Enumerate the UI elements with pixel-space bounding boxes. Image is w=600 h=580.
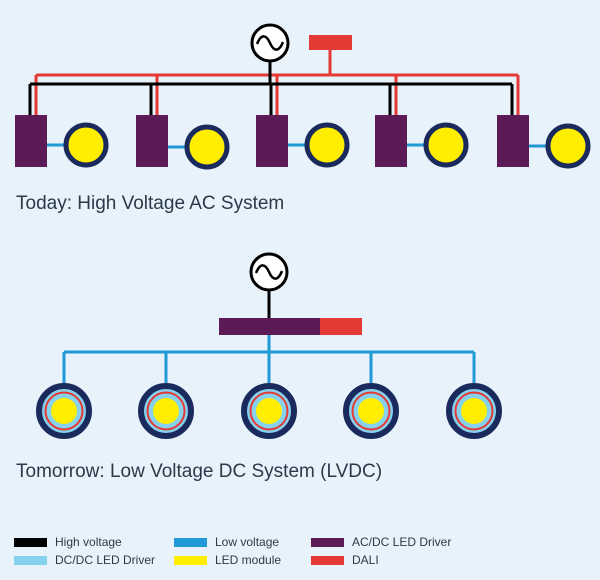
legend-item-dc-dc-led-driver: DC/DC LED Driver <box>14 552 155 568</box>
legend-label: DC/DC LED Driver <box>55 553 156 567</box>
legend: High voltage Low voltage AC/DC LED Drive… <box>14 534 594 578</box>
central-dali-controller <box>320 318 362 335</box>
legend-item-high-voltage: High voltage <box>14 534 122 550</box>
today-unit <box>15 115 109 168</box>
ac-dc-led-driver <box>15 115 47 167</box>
tomorrow-ac-source-icon <box>249 252 289 292</box>
legend-label: DALI <box>352 553 379 567</box>
led-module <box>545 123 591 169</box>
tomorrow-luminaire <box>343 383 399 439</box>
today-ac-source-icon <box>250 23 290 63</box>
today-dali-controller <box>309 35 352 50</box>
ac-dc-driver-swatch-icon <box>311 537 344 547</box>
tomorrow-system-title: Tomorrow: Low Voltage DC System (LVDC) <box>16 461 383 482</box>
tomorrow-luminaire <box>446 383 502 439</box>
legend-label: AC/DC LED Driver <box>352 535 452 549</box>
central-ac-dc-driver <box>219 318 322 335</box>
led-module <box>423 122 469 168</box>
led-module <box>304 122 350 168</box>
today-system <box>15 23 591 170</box>
legend-label: Low voltage <box>215 535 280 549</box>
led-module <box>51 398 77 424</box>
tomorrow-luminaire <box>241 383 297 439</box>
tomorrow-luminaire <box>36 383 92 439</box>
legend-item-ac-dc-led-driver: AC/DC LED Driver <box>311 534 451 550</box>
ac-dc-led-driver <box>256 115 288 167</box>
ac-dc-led-driver <box>136 115 168 167</box>
ac-dc-led-driver <box>497 115 529 167</box>
dc-dc-driver-swatch-icon <box>14 555 47 565</box>
led-module <box>63 122 109 168</box>
led-module <box>256 398 282 424</box>
today-system-title: Today: High Voltage AC System <box>16 193 285 214</box>
legend-item-dali: DALI <box>311 552 379 568</box>
led-module-swatch-icon <box>174 555 207 565</box>
low-voltage-swatch-icon <box>174 537 207 547</box>
led-module <box>184 124 230 170</box>
legend-label: High voltage <box>55 535 122 549</box>
lighting-system-diagram <box>15 23 591 439</box>
dali-swatch-icon <box>311 555 344 565</box>
legend-item-led-module: LED module <box>174 552 281 568</box>
legend-label: LED module <box>215 553 282 567</box>
led-module <box>461 398 487 424</box>
ac-dc-led-driver <box>375 115 407 167</box>
tomorrow-luminaire <box>138 383 194 439</box>
high-voltage-swatch-icon <box>14 537 47 547</box>
tomorrow-system <box>36 252 502 439</box>
led-module <box>358 398 384 424</box>
today-unit <box>136 115 230 170</box>
today-unit <box>497 115 591 169</box>
legend-item-low-voltage: Low voltage <box>174 534 279 550</box>
today-unit <box>375 115 469 168</box>
today-unit <box>256 115 350 168</box>
led-module <box>153 398 179 424</box>
